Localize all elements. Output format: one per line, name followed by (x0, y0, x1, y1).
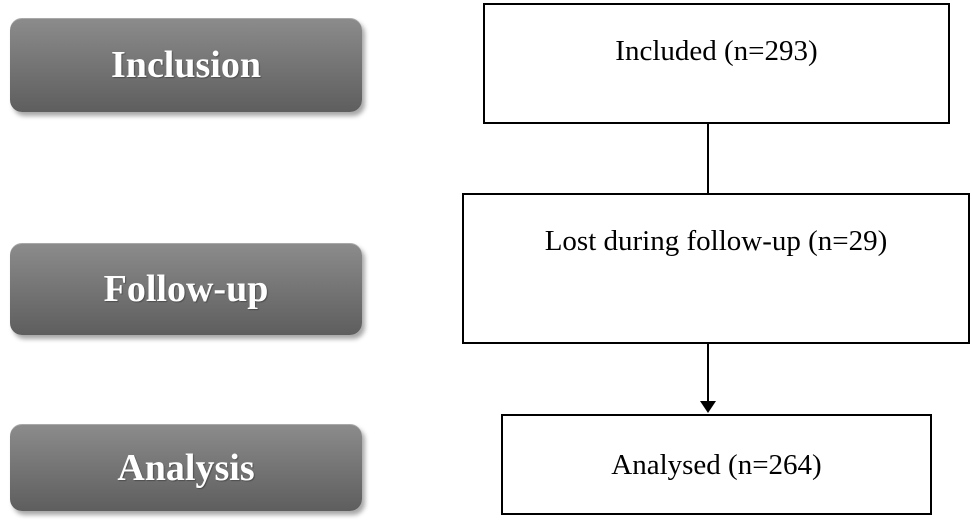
stage-label-analysis: Analysis (10, 424, 362, 511)
box-included-text: Included (n=293) (615, 35, 818, 67)
stage-label-followup-text: Follow-up (103, 268, 269, 310)
arrowhead-icon (700, 401, 716, 413)
stage-label-analysis-text: Analysis (117, 446, 255, 489)
box-analysed: Analysed (n=264) (501, 414, 932, 515)
box-analysed-text: Analysed (n=264) (611, 449, 822, 481)
box-included: Included (n=293) (483, 3, 950, 124)
stage-label-inclusion: Inclusion (10, 18, 362, 112)
box-lost-during-follow-up: Lost during follow-up (n=29) (462, 193, 970, 344)
stage-label-followup: Follow-up (10, 243, 362, 335)
box-lost-text: Lost during follow-up (n=29) (544, 225, 888, 257)
stage-label-inclusion-text: Inclusion (111, 44, 261, 86)
